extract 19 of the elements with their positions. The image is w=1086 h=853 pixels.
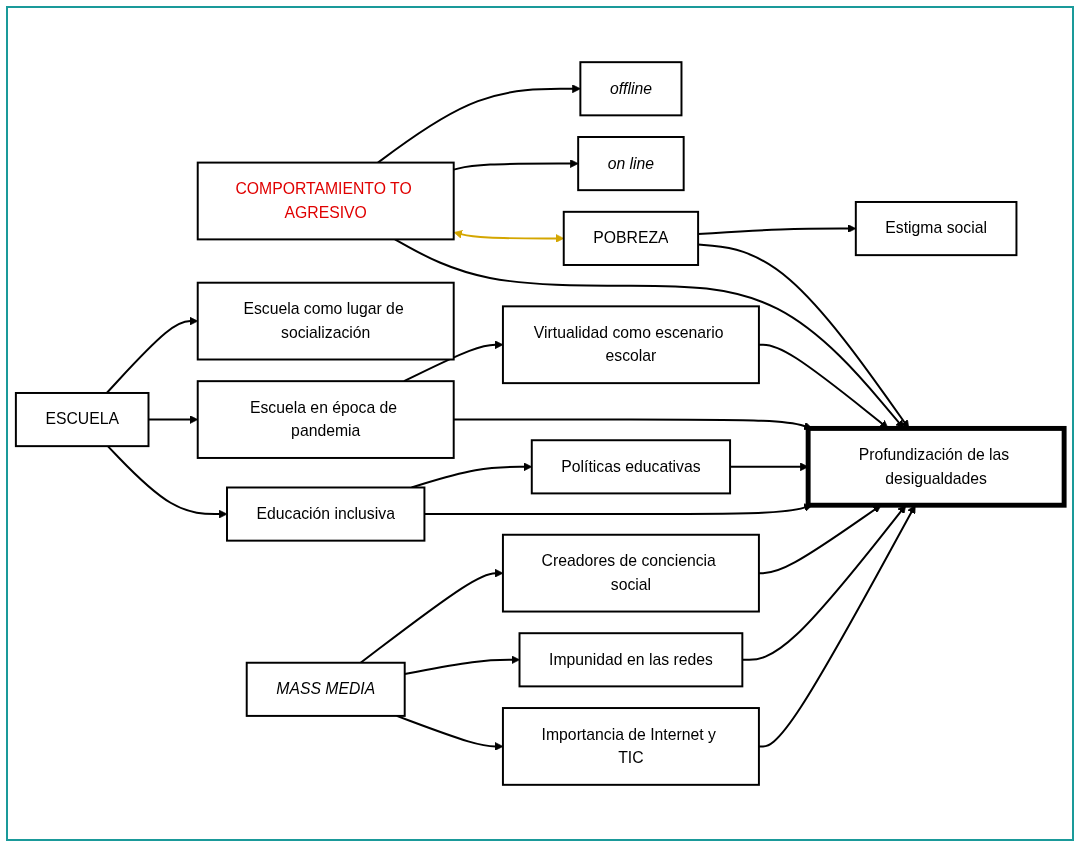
node-box: COMPORTAMIENTO TO AGRESIVO (196, 161, 455, 241)
arrow (393, 238, 905, 429)
node-box: Importancia de Internet y TIC (501, 707, 760, 786)
node-box: Impunidad en las redes (518, 632, 744, 688)
node-box: Profundización de las desigualdades (805, 425, 1067, 508)
node-box: Creadores de conciencia social (501, 533, 760, 613)
node-box: POBREZA (562, 210, 700, 266)
node-box: on line (577, 136, 685, 192)
node-box: MASS MEDIA (245, 661, 406, 717)
node-box: offline (579, 61, 683, 117)
node-box: Educación inclusiva (226, 486, 426, 542)
arrow (376, 84, 581, 164)
node-box: Políticas educativas (530, 439, 732, 495)
node-box: Escuela como lugar de socialización (196, 281, 455, 361)
arrow (106, 445, 228, 519)
node-box: ESCUELA (14, 392, 150, 448)
node-box: Estigma social (854, 201, 1018, 257)
node-box: Escuela en época de pandemia (196, 380, 455, 459)
node-box: Virtualidad como escenario escolar (501, 305, 760, 385)
